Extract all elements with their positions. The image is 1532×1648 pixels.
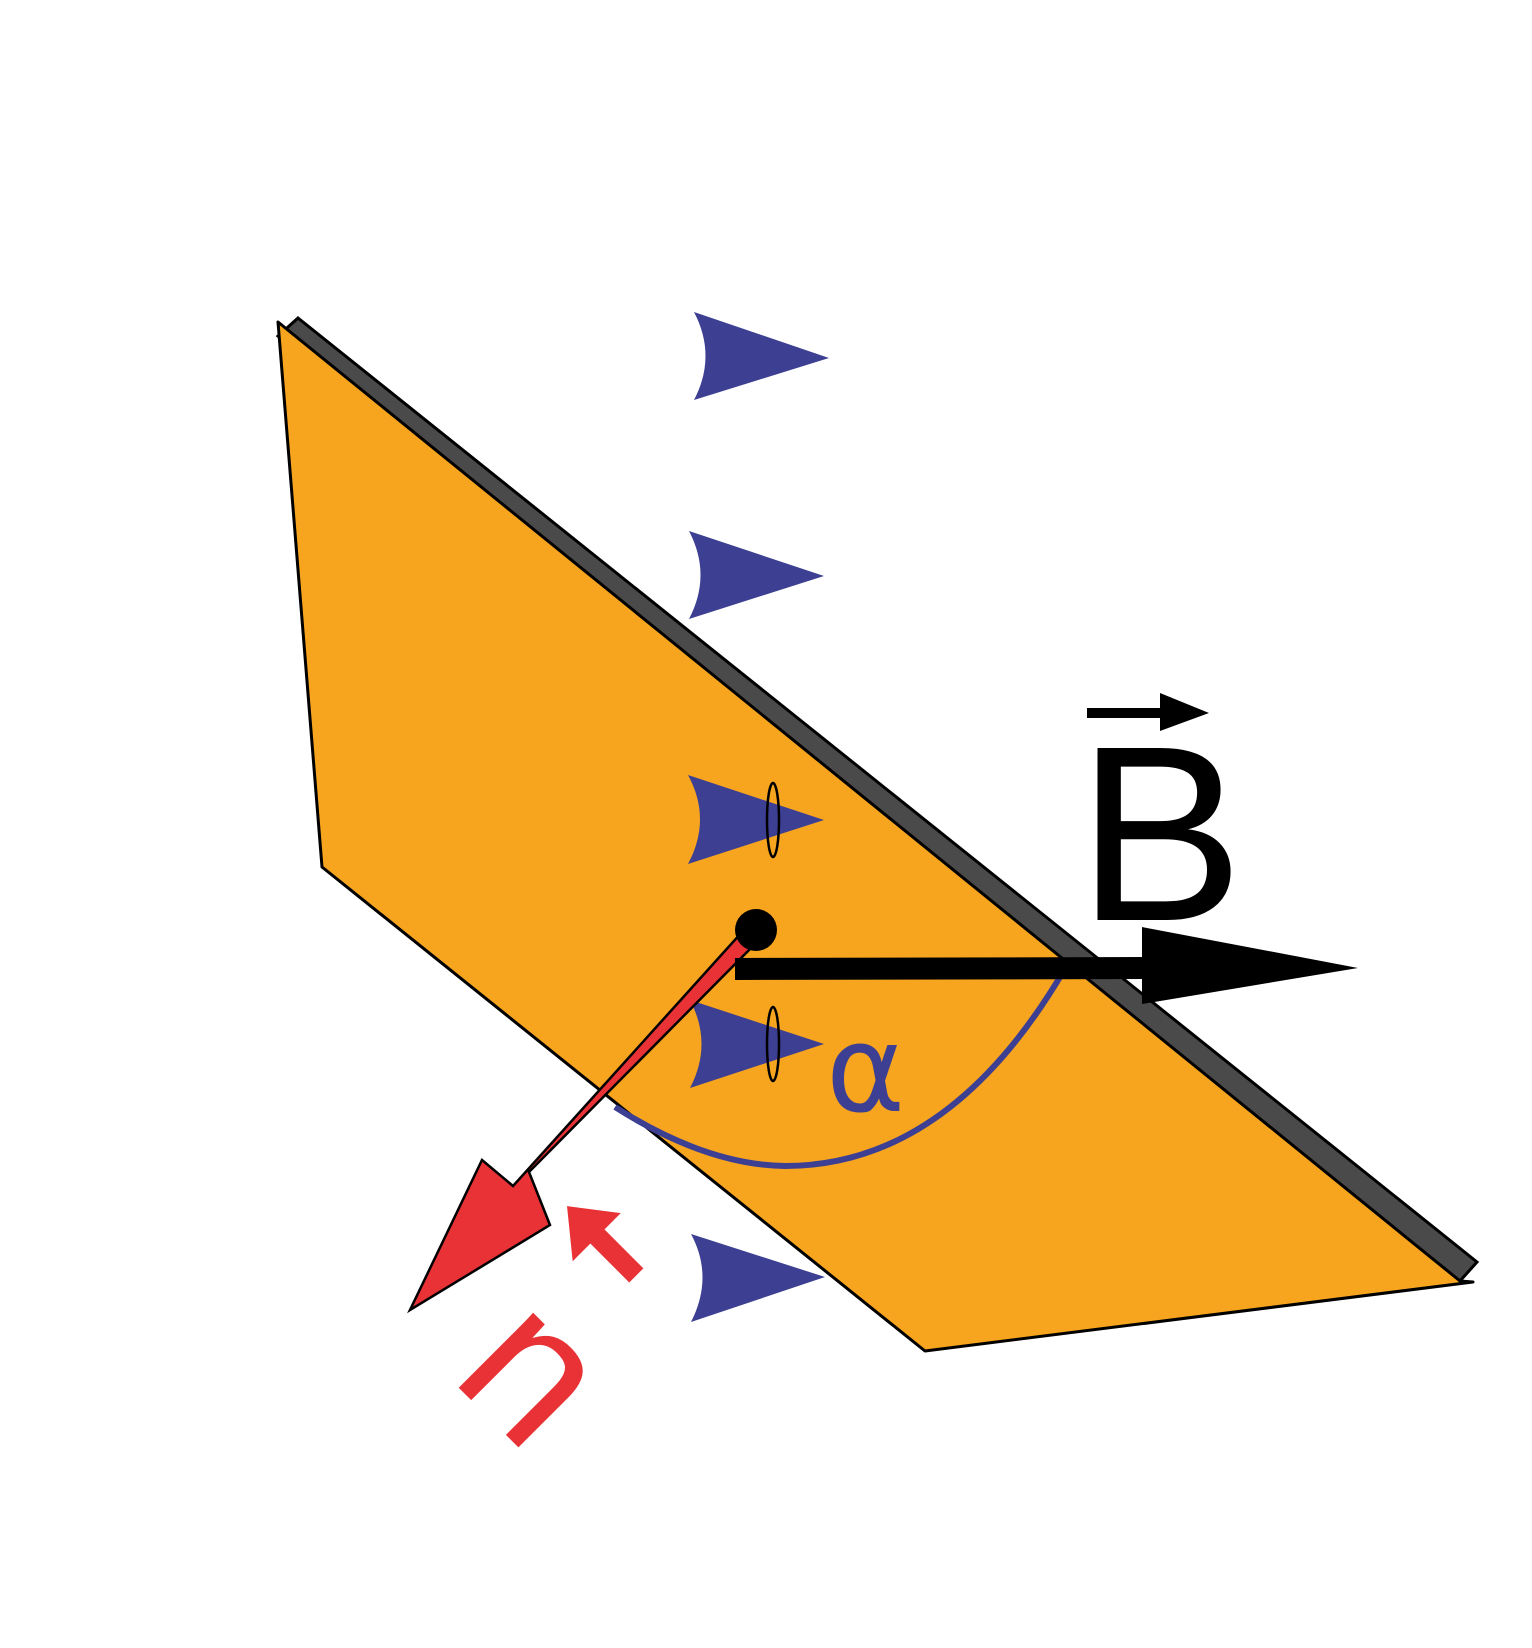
field-line-marker-1: [694, 312, 829, 400]
field-label-text: B: [1077, 694, 1244, 973]
field-line-marker-5: [691, 1234, 825, 1322]
field-line-marker-4: [690, 1000, 824, 1088]
field-markers: [688, 312, 829, 1322]
angle-label: α: [826, 1001, 905, 1140]
field-label-vector-arrowhead: [1160, 693, 1209, 731]
field-line-loop-3: [765, 781, 781, 859]
field-arrow-shaft: [734, 957, 1161, 980]
field-line-loop-4: [765, 1005, 781, 1083]
origin-point: [735, 909, 777, 951]
normal-label-text: n: [419, 1251, 655, 1487]
field-arrow-head: [1142, 927, 1358, 1004]
normal-arrow: [407, 929, 753, 1314]
field-label: B: [1077, 693, 1244, 973]
angle-arc: [613, 970, 1066, 1170]
normal-label-vector-bar: [586, 1225, 644, 1283]
field-line-marker-3: [688, 775, 824, 864]
field-line-marker-2: [689, 531, 824, 619]
plane-surface: [276, 320, 1475, 1353]
